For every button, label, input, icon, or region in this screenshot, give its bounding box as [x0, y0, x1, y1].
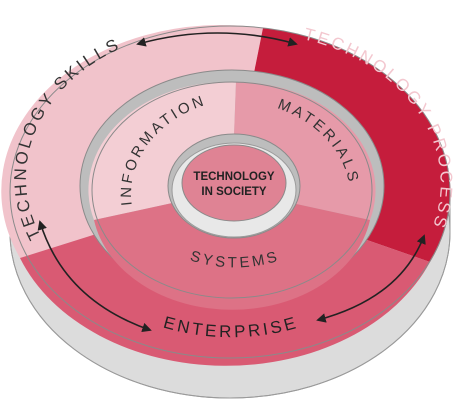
middle-segment-systems: [94, 190, 370, 310]
arrow-top: [136, 32, 298, 47]
arrow-left: [37, 220, 152, 332]
svg-text:SYSTEMS: SYSTEMS: [188, 248, 281, 272]
core-label-line1: TECHNOLOGY: [193, 171, 274, 183]
core-disc: [181, 144, 287, 222]
arrow-right: [316, 234, 426, 323]
label-systems: SYSTEMS: [188, 248, 278, 272]
core-label-line2: IN SOCIETY: [201, 186, 267, 198]
